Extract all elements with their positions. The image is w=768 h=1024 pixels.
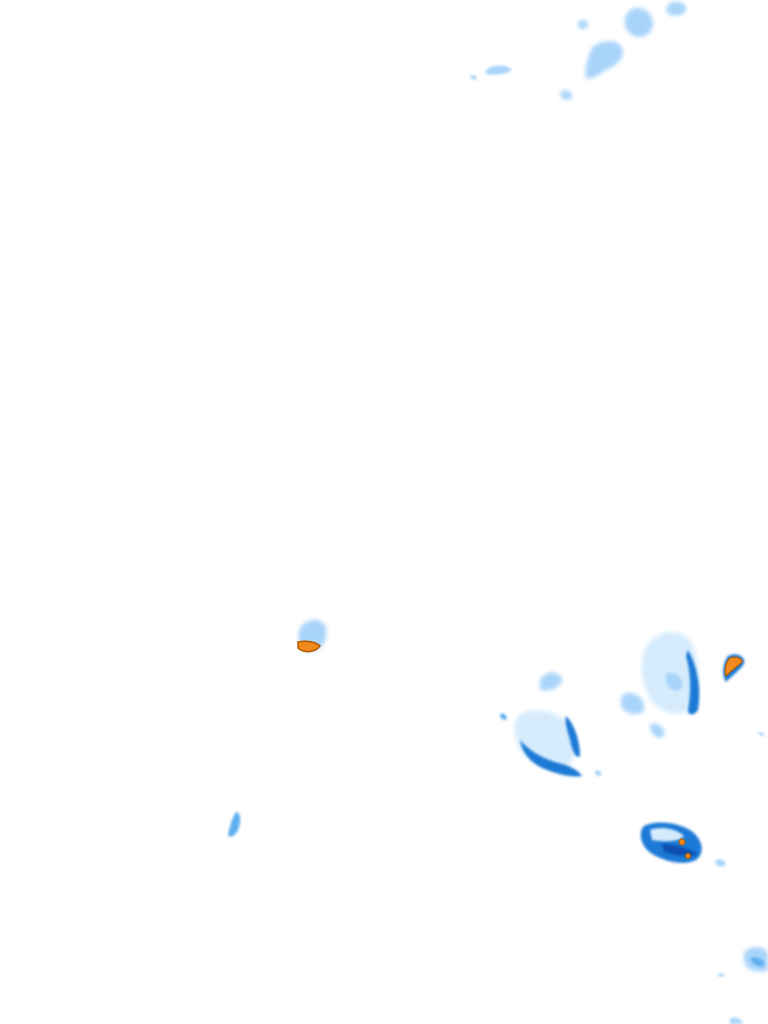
cell-bottom-right-band	[640, 822, 726, 867]
cell-top-right-cluster	[560, 2, 687, 100]
cell-center-left-heavy	[297, 619, 327, 653]
cell-bottom-left-streak	[228, 812, 241, 837]
cell-right-edge-heavy	[723, 654, 765, 736]
cell-bottom-corner	[718, 947, 768, 1024]
cell-right-large	[620, 631, 700, 738]
cell-top-left-streak	[470, 65, 512, 80]
cell-center-cluster	[500, 672, 602, 777]
